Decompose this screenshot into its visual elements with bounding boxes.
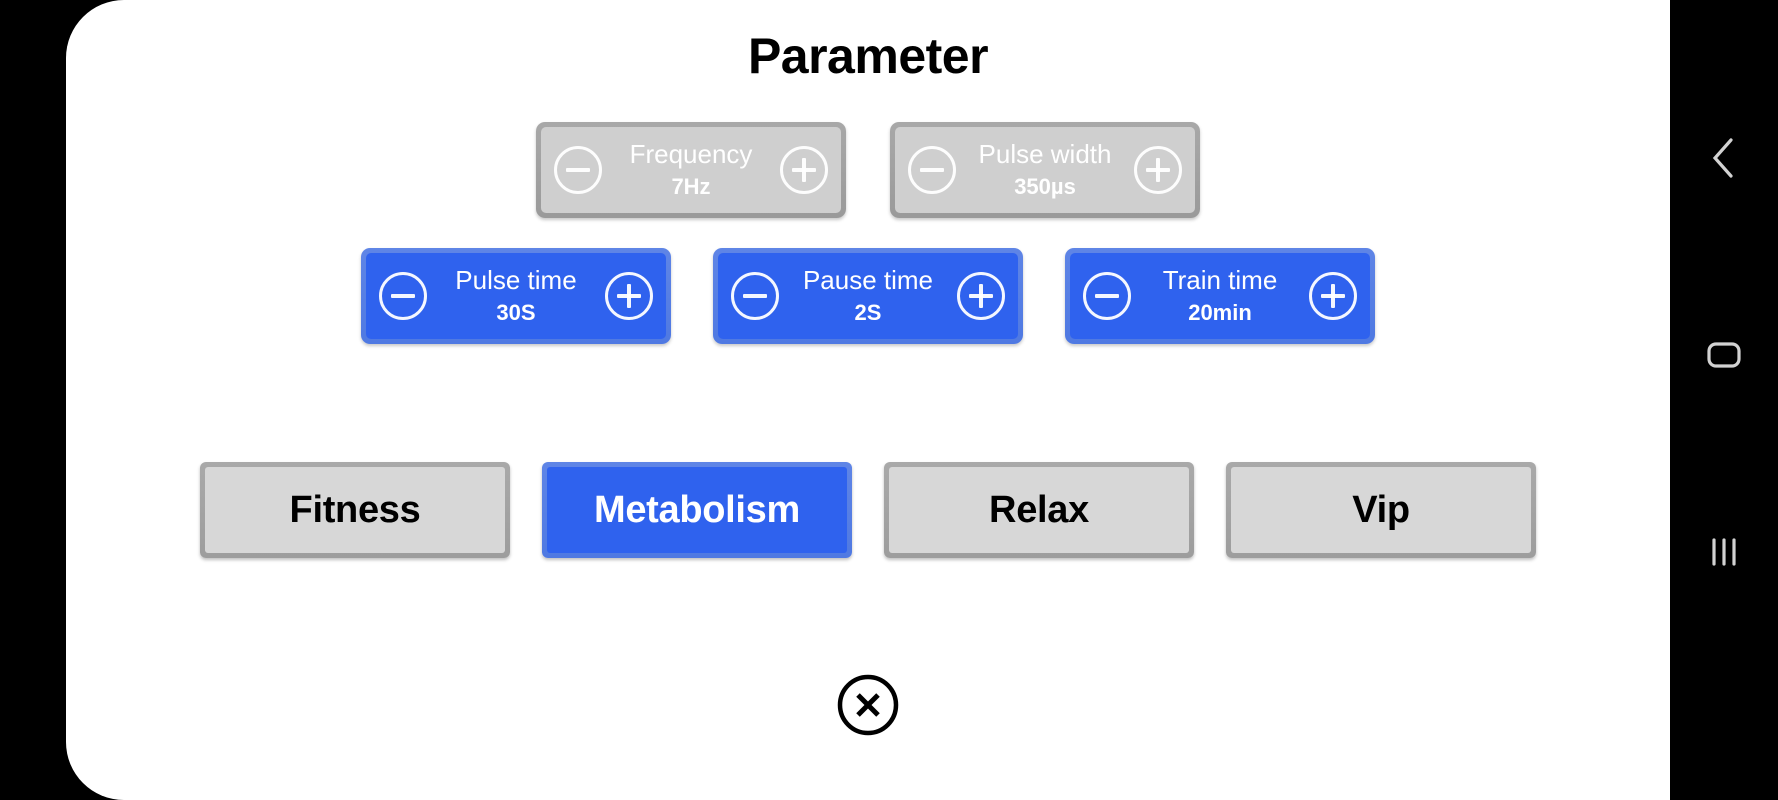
home-square-icon — [1707, 342, 1741, 368]
mode-button-vip-label: Vip — [1352, 488, 1410, 531]
stepper-frequency-value: 7Hz — [671, 174, 711, 200]
close-button-area — [66, 670, 1670, 740]
mode-button-relax-inner: Relax — [889, 467, 1189, 553]
stepper-pulse-width: Pulse width 350µs — [890, 122, 1200, 218]
stepper-pause-time[interactable]: Pause time 2S — [713, 248, 1023, 344]
minus-circle-icon[interactable] — [731, 272, 779, 320]
stepper-train-time-text: Train time 20min — [1131, 266, 1309, 326]
stepper-pause-time-value: 2S — [854, 300, 882, 326]
recents-bars-icon — [1712, 538, 1736, 566]
mode-button-relax-label: Relax — [989, 488, 1089, 531]
plus-circle-icon — [1134, 146, 1182, 194]
mode-button-metabolism-inner: Metabolism — [547, 467, 847, 553]
close-circle-icon — [837, 674, 899, 736]
stepper-frequency-text: Frequency 7Hz — [602, 140, 780, 200]
active-parameter-row: Pulse time 30S Pause time 2S — [66, 248, 1670, 344]
mode-button-fitness-inner: Fitness — [205, 467, 505, 553]
stepper-train-time-value: 20min — [1188, 300, 1252, 326]
plus-circle-icon[interactable] — [1309, 272, 1357, 320]
plus-circle-icon[interactable] — [605, 272, 653, 320]
stepper-pause-time-text: Pause time 2S — [779, 266, 957, 326]
stepper-frequency-label: Frequency — [629, 139, 753, 170]
mode-button-vip-inner: Vip — [1231, 467, 1531, 553]
stepper-pause-time-label: Pause time — [802, 265, 934, 296]
stepper-pulse-width-value: 350µs — [1014, 174, 1076, 200]
stepper-pulse-time-label: Pulse time — [455, 265, 577, 296]
stepper-frequency: Frequency 7Hz — [536, 122, 846, 218]
mode-button-row: Fitness Metabolism Relax Vip — [66, 462, 1670, 558]
stepper-pulse-time-text: Pulse time 30S — [427, 266, 605, 326]
mode-button-vip[interactable]: Vip — [1226, 462, 1536, 558]
mode-button-fitness[interactable]: Fitness — [200, 462, 510, 558]
android-navigation-bar — [1670, 0, 1778, 800]
mode-button-relax[interactable]: Relax — [884, 462, 1194, 558]
stepper-pulse-time-inner: Pulse time 30S — [366, 253, 666, 339]
mode-button-metabolism-label: Metabolism — [593, 488, 801, 531]
stepper-pulse-time-value: 30S — [496, 300, 536, 326]
app-card: Parameter Frequency 7Hz — [66, 0, 1670, 800]
stepper-pulse-time[interactable]: Pulse time 30S — [361, 248, 671, 344]
nav-back-button[interactable] — [1670, 128, 1778, 188]
plus-circle-icon — [780, 146, 828, 194]
stepper-pause-time-inner: Pause time 2S — [718, 253, 1018, 339]
stepper-train-time[interactable]: Train time 20min — [1065, 248, 1375, 344]
nav-recents-button[interactable] — [1670, 522, 1778, 582]
mode-button-fitness-label: Fitness — [289, 488, 421, 531]
stepper-train-time-inner: Train time 20min — [1070, 253, 1370, 339]
stepper-pulse-width-inner: Pulse width 350µs — [895, 127, 1195, 213]
close-button[interactable] — [833, 670, 903, 740]
minus-circle-icon — [908, 146, 956, 194]
minus-circle-icon[interactable] — [1083, 272, 1131, 320]
plus-circle-icon[interactable] — [957, 272, 1005, 320]
mode-button-metabolism[interactable]: Metabolism — [542, 462, 852, 558]
disabled-parameter-row: Frequency 7Hz Pulse width 350µs — [66, 122, 1670, 218]
page-title: Parameter — [747, 28, 989, 84]
minus-circle-icon — [554, 146, 602, 194]
stepper-frequency-inner: Frequency 7Hz — [541, 127, 841, 213]
stepper-pulse-width-text: Pulse width 350µs — [956, 140, 1134, 200]
minus-circle-icon[interactable] — [379, 272, 427, 320]
back-chevron-icon — [1712, 138, 1733, 178]
stepper-pulse-width-label: Pulse width — [978, 139, 1112, 170]
nav-home-button[interactable] — [1670, 325, 1778, 385]
stepper-train-time-label: Train time — [1162, 265, 1278, 296]
